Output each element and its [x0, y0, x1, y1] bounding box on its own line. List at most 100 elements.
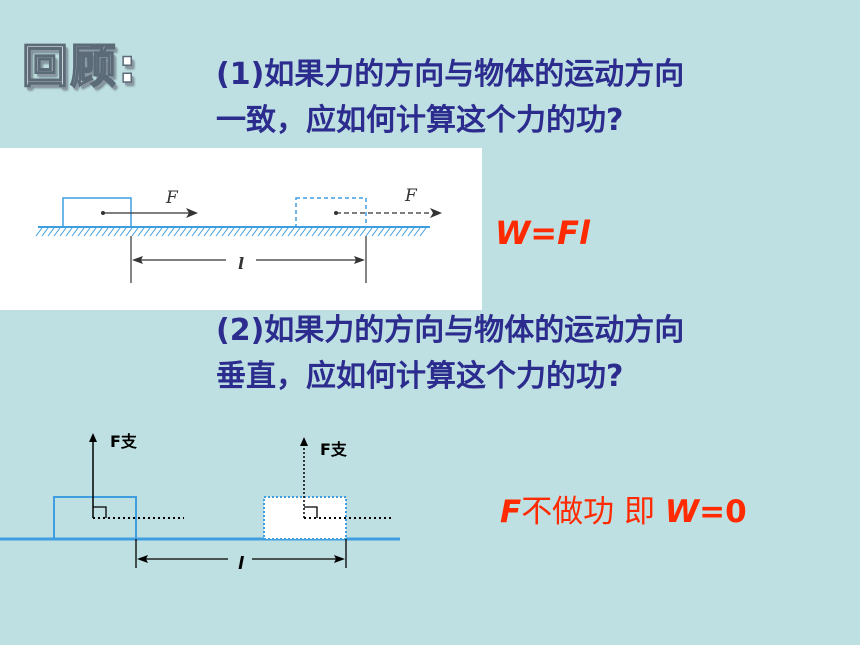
- hatch-mark: [335, 227, 343, 237]
- hatch-mark: [401, 227, 409, 237]
- right-angle-mark-1: [93, 506, 107, 518]
- hatch-mark: [89, 227, 97, 237]
- slide-title: 回顾:: [21, 38, 139, 94]
- distance-label-1: l: [238, 254, 244, 273]
- hatch-mark: [299, 227, 307, 237]
- distance-arrowhead-right: [354, 256, 365, 264]
- hatch-mark: [371, 227, 379, 237]
- hatch-mark: [197, 227, 205, 237]
- hatch-mark: [365, 227, 373, 237]
- support-label-2: F支: [320, 440, 348, 459]
- hatch-mark: [107, 227, 115, 237]
- hatch-mark: [131, 227, 139, 237]
- hatch-mark: [419, 227, 427, 237]
- hatch-mark: [149, 227, 157, 237]
- distance-arrowhead-left-2: [137, 555, 148, 563]
- hatch-mark: [65, 227, 73, 237]
- diagram-1-panel: F F l: [0, 148, 482, 310]
- hatch-mark: [179, 227, 187, 237]
- hatch-mark: [407, 227, 415, 237]
- hatch-mark: [71, 227, 79, 237]
- hatch-mark: [41, 227, 49, 237]
- hatch-mark: [35, 227, 43, 237]
- right-angle-mark-2: [304, 506, 318, 518]
- hatch-mark: [155, 227, 163, 237]
- hatch-mark: [251, 227, 259, 237]
- hatch-mark: [239, 227, 247, 237]
- hatch-mark: [77, 227, 85, 237]
- hatch-mark: [311, 227, 319, 237]
- ground-hatch: [35, 227, 427, 237]
- hatch-mark: [359, 227, 367, 237]
- hatch-mark: [167, 227, 175, 237]
- result-value: =0: [699, 494, 747, 530]
- hatch-mark: [263, 227, 271, 237]
- force-arrowhead-2: [430, 208, 442, 218]
- hatch-mark: [125, 227, 133, 237]
- support-arrowhead-2: [300, 437, 308, 446]
- result-work-symbol: W: [664, 494, 700, 530]
- hatch-mark: [59, 227, 67, 237]
- hatch-mark: [119, 227, 127, 237]
- question-2: (2)如果力的方向与物体的运动方向 垂直，应如何计算这个力的功?: [216, 308, 684, 400]
- hatch-mark: [185, 227, 193, 237]
- force-arrowhead-1: [186, 208, 198, 218]
- hatch-mark: [47, 227, 55, 237]
- distance-label-2: l: [238, 554, 245, 574]
- hatch-mark: [101, 227, 109, 237]
- hatch-mark: [317, 227, 325, 237]
- distance-arrowhead-right-2: [334, 555, 345, 563]
- force-label-2: F: [404, 186, 418, 206]
- force-label-1: F: [165, 188, 179, 208]
- hatch-mark: [257, 227, 265, 237]
- diagram-1: F F l: [35, 186, 442, 283]
- hatch-mark: [353, 227, 361, 237]
- hatch-mark: [191, 227, 199, 237]
- hatch-mark: [323, 227, 331, 237]
- hatch-mark: [215, 227, 223, 237]
- hatch-mark: [227, 227, 235, 237]
- hatch-mark: [203, 227, 211, 237]
- hatch-mark: [347, 227, 355, 237]
- hatch-mark: [143, 227, 151, 237]
- hatch-mark: [173, 227, 181, 237]
- hatch-mark: [233, 227, 241, 237]
- result-no-work: F不做功 即 W=0: [500, 486, 747, 531]
- hatch-mark: [53, 227, 61, 237]
- hatch-mark: [161, 227, 169, 237]
- distance-arrowhead-left: [132, 256, 143, 264]
- support-label-1: F支: [110, 432, 138, 451]
- formula-work: W=Fl: [495, 214, 590, 252]
- hatch-mark: [137, 227, 145, 237]
- question-1-line-1: (1)如果力的方向与物体的运动方向: [216, 57, 685, 92]
- hatch-mark: [383, 227, 391, 237]
- block-end: [295, 197, 367, 228]
- question-1-line-2: 一致，应如何计算这个力的功?: [216, 103, 624, 138]
- hatch-mark: [245, 227, 253, 237]
- hatch-mark: [113, 227, 121, 237]
- hatch-mark: [341, 227, 349, 237]
- hatch-mark: [287, 227, 295, 237]
- hatch-mark: [281, 227, 289, 237]
- hatch-mark: [395, 227, 403, 237]
- hatch-mark: [221, 227, 229, 237]
- hatch-mark: [95, 227, 103, 237]
- hatch-mark: [293, 227, 301, 237]
- result-force-symbol: F: [500, 494, 522, 530]
- question-2-line-1: (2)如果力的方向与物体的运动方向: [216, 313, 685, 348]
- hatch-mark: [209, 227, 217, 237]
- question-2-line-2: 垂直，应如何计算这个力的功?: [216, 359, 624, 394]
- block-start-2: [53, 496, 137, 540]
- result-text: 不做功 即: [521, 494, 665, 530]
- hatch-mark: [269, 227, 277, 237]
- hatch-mark: [305, 227, 313, 237]
- question-1: (1)如果力的方向与物体的运动方向 一致，应如何计算这个力的功?: [216, 52, 684, 144]
- hatch-mark: [377, 227, 385, 237]
- hatch-mark: [389, 227, 397, 237]
- diagram-2: F支 F支 l: [0, 432, 400, 574]
- hatch-mark: [83, 227, 91, 237]
- hatch-mark: [413, 227, 421, 237]
- support-arrowhead-1: [89, 433, 97, 442]
- hatch-mark: [329, 227, 337, 237]
- hatch-mark: [275, 227, 283, 237]
